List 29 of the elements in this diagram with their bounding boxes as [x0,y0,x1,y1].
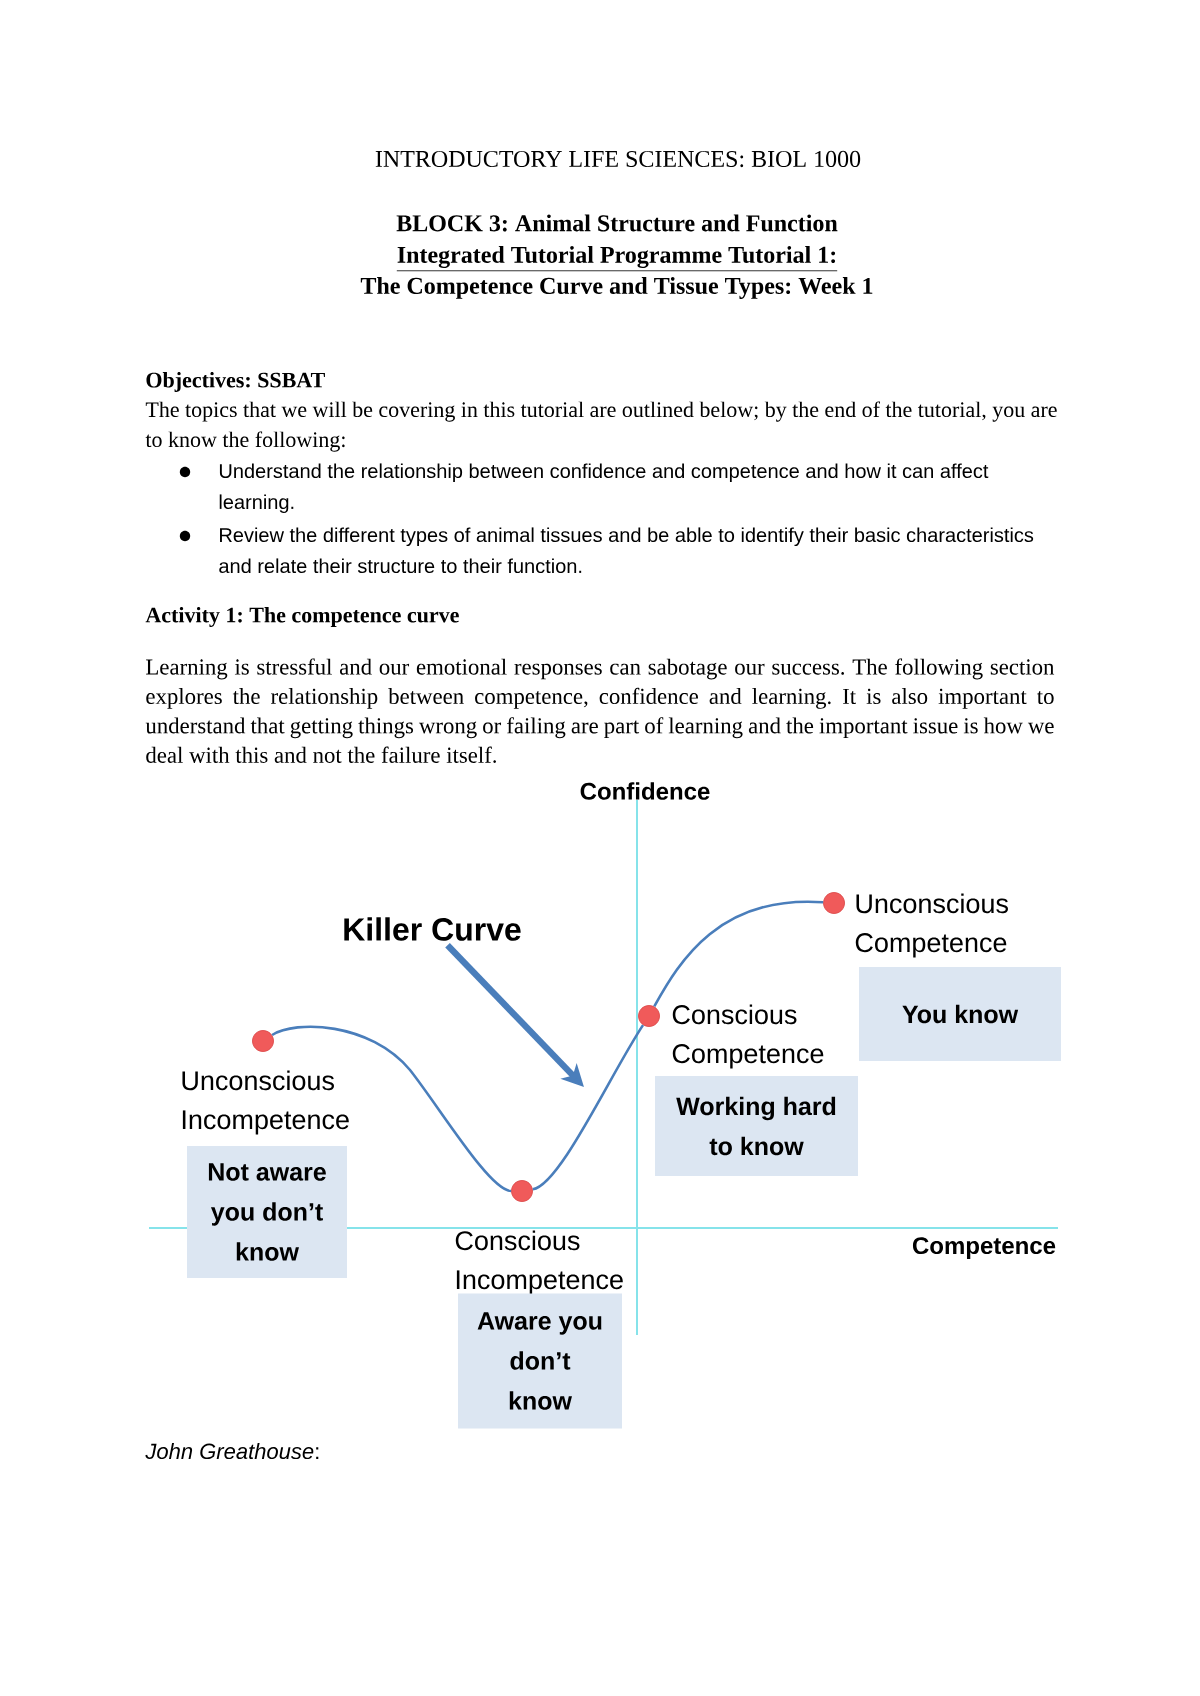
attribution: John Greathouse: [145,1442,319,1460]
description-box: Aware you don’t know [458,1293,622,1429]
axis-label: Competence [912,1237,1056,1259]
title: INTRODUCTORY LIFE SCIENCES: BIOL 1000 [375,150,861,168]
stage-label: Conscious Competence [672,1004,824,1069]
paragraph: Learning is stressful and our emotional responses can sabotage our success. The following section explores the relationship between competence, confidence and learning. It is also important to understand that getting things wrong or failing are part of learning and the important issue is how we deal with this and not the failure itself. [145,658,1055,763]
description-box: Working hard to know [655,1076,858,1176]
curve-line [271,1025,512,1193]
curve-point [823,892,845,914]
description-box: You know [859,967,1061,1061]
curve-point [511,1180,533,1202]
curve-label: Killer Curve [344,917,521,941]
heading: The Competence Curve and Tissue Types: Week 1 [360,277,873,299]
curve-line [653,900,824,1008]
paragraph: The topics that we will be covering in this tutorial are outlined below; by the end of the tutorial, you are to know the following: [145,401,1057,452]
curve-point [638,1005,660,1027]
bullet-text: Review the different types of animal tissues and be able to identify their basic characteristics and relate their structure to their function. [219,527,1034,574]
curve-line [532,1024,645,1191]
heading: Activity 1: The competence curve [145,607,459,627]
stage-label: Unconscious Competence [855,893,1008,958]
curve-point [252,1030,274,1052]
stage-label: Unconscious Incompetence [182,1070,349,1135]
description-box: Not aware you don’t know [187,1146,347,1278]
heading: Integrated Tutorial Programme Tutorial 1: [396,246,838,272]
bullet-text: Understand the relationship between confidence and competence and how it can affect learning. [219,463,989,514]
stage-label: Conscious Incompetence [455,1230,623,1295]
heading: Objectives: SSBAT [146,372,325,392]
heading: BLOCK 3: Animal Structure and Function [396,214,838,232]
axis-label: Confidence [580,782,710,800]
